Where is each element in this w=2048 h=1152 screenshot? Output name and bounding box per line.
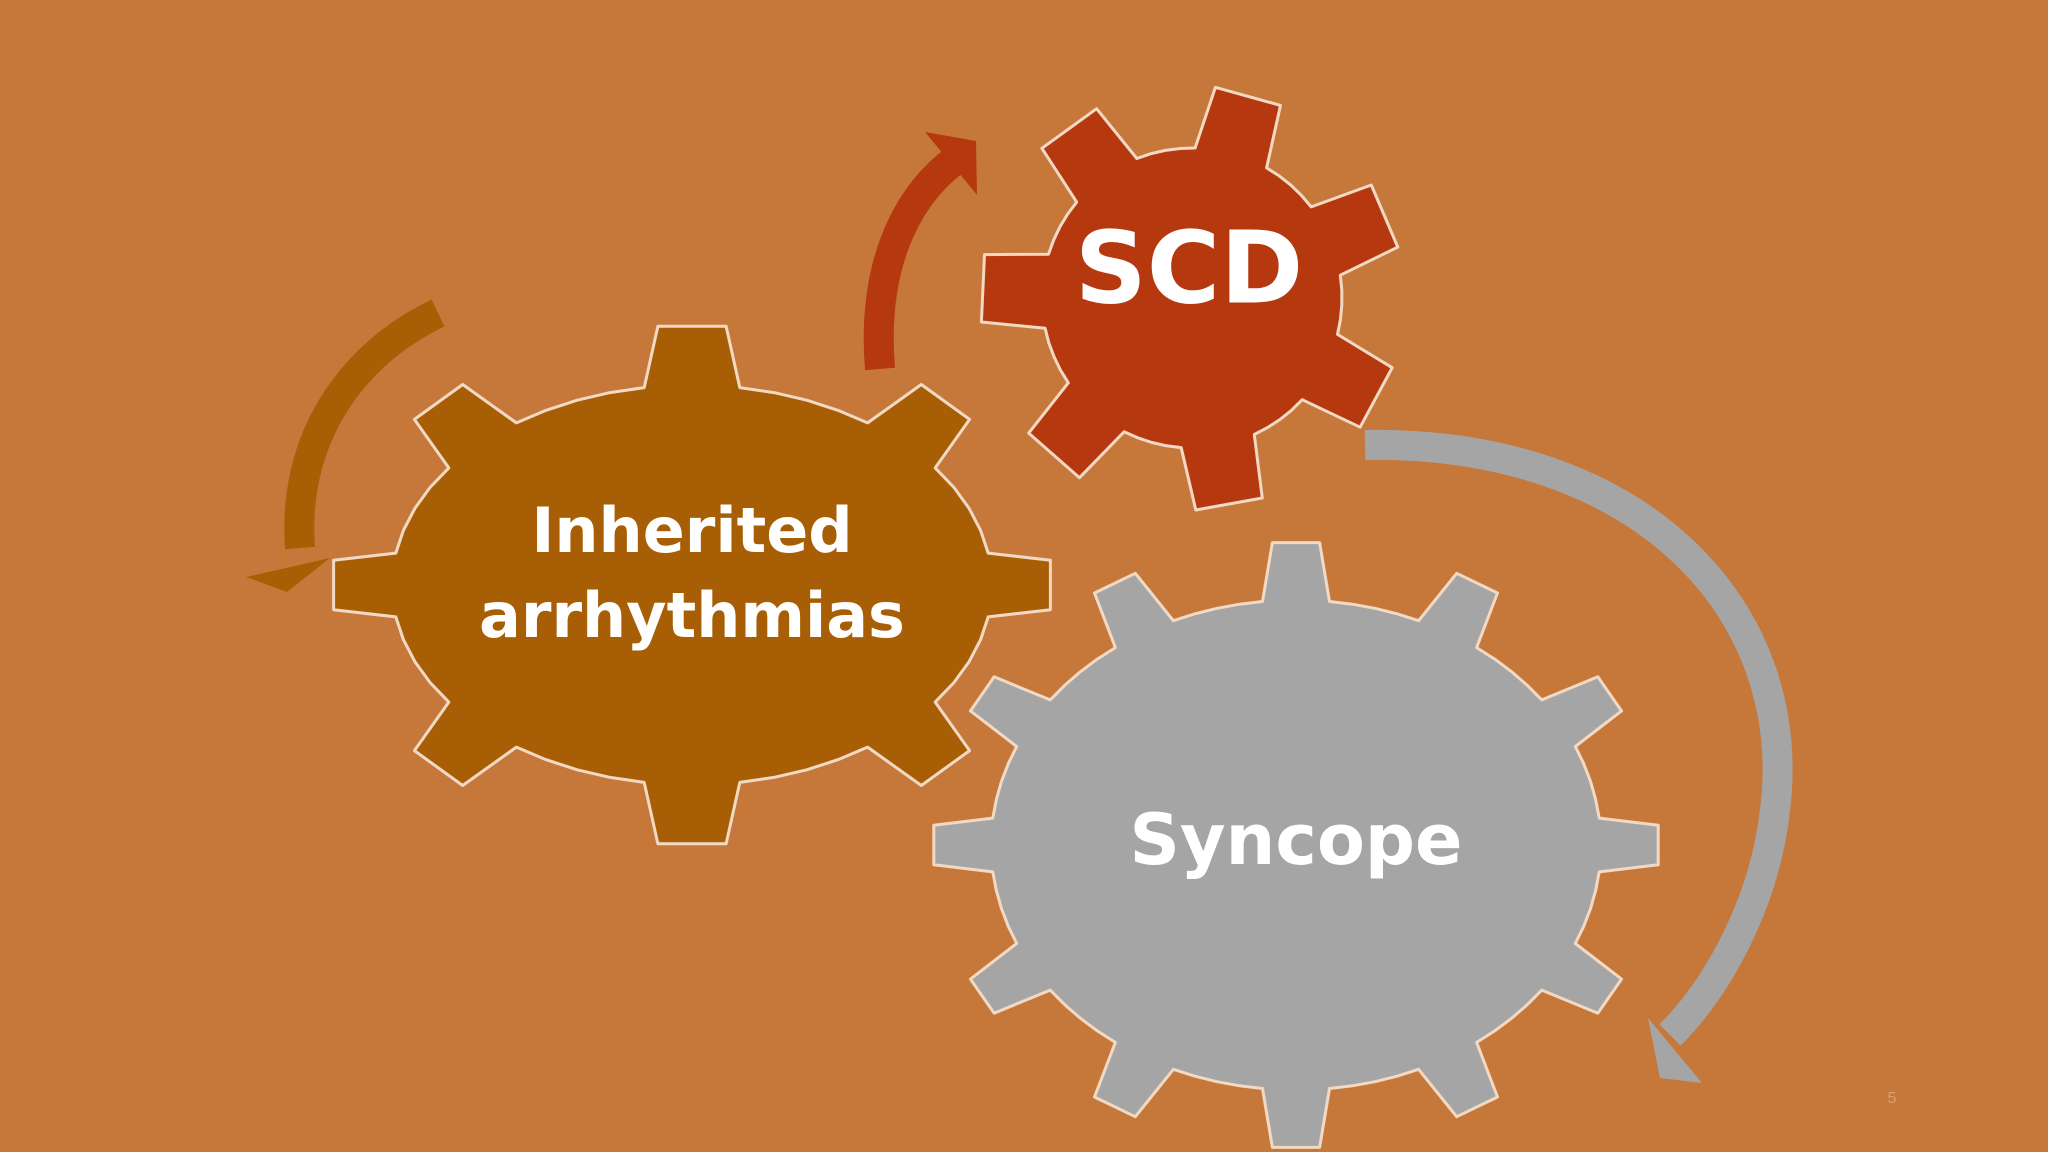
syncope-arrow	[1364, 429, 1793, 1083]
gear-syncope: Syncope	[932, 541, 1660, 1149]
gear-inherited-label-line1: Inherited	[531, 494, 852, 567]
inherited-arrow-head	[246, 558, 330, 592]
syncope-arrow-shaft	[1364, 429, 1793, 1046]
gear-scd-shape	[979, 85, 1400, 512]
inherited-arrow	[246, 299, 445, 592]
gear-scd: SCD	[979, 85, 1400, 512]
gear-scd-label: SCD	[1075, 209, 1303, 326]
gear-syncope-shape	[932, 541, 1660, 1149]
scd-arrow-head	[925, 132, 977, 195]
scd-arrow	[863, 132, 977, 371]
syncope-arrow-head	[1648, 1018, 1702, 1083]
gear-inherited-shape	[332, 324, 1052, 846]
gear-inherited-arrhythmias: Inherited arrhythmias	[332, 324, 1052, 846]
slide-number: 5	[1888, 1090, 1897, 1107]
gear-inherited-label-line2: arrhythmias	[479, 579, 905, 652]
gear-syncope-label: Syncope	[1129, 799, 1462, 881]
scd-arrow-shaft	[863, 148, 965, 371]
inherited-arrow-shaft	[284, 299, 445, 550]
